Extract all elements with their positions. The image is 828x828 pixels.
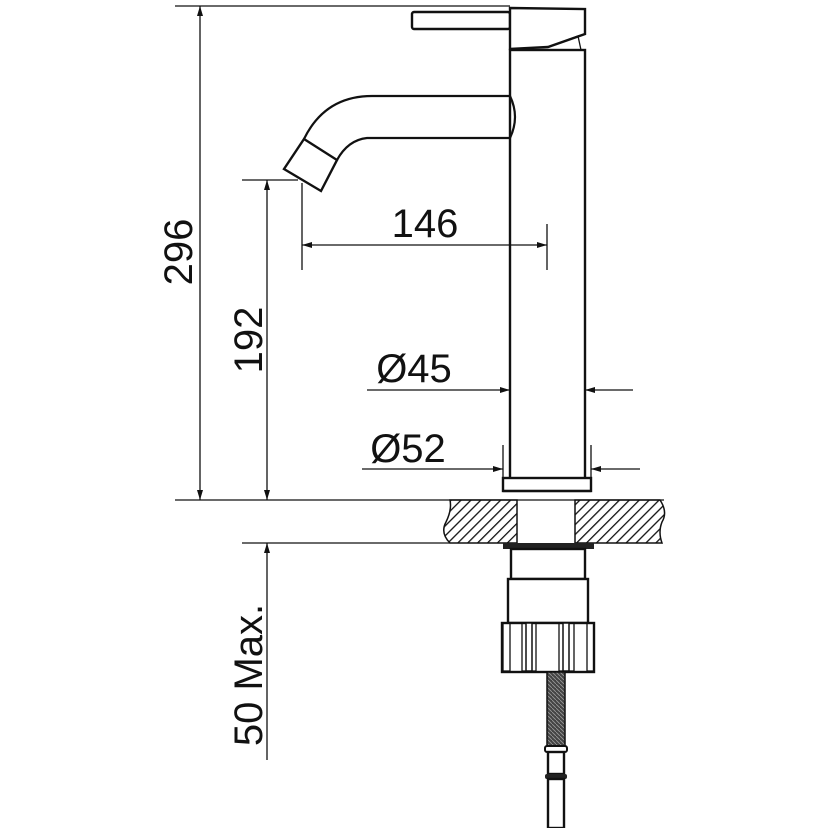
dimension-base-diameter: Ø52 [362, 427, 640, 478]
mounting-nut [500, 543, 596, 674]
dimension-spout-reach: 146 [301, 183, 548, 270]
dimension-total-height: 296 [157, 5, 510, 500]
label-50-max: 50 Max. [227, 604, 271, 746]
spout [282, 94, 517, 193]
label-192: 192 [227, 307, 271, 374]
label-d52: Ø52 [370, 427, 446, 471]
base-ring [501, 476, 593, 493]
supply-hose [544, 671, 568, 828]
dimension-spout-height: 192 [227, 179, 298, 500]
label-146: 146 [392, 202, 459, 246]
label-296: 296 [157, 219, 201, 286]
dimension-body-diameter: Ø45 [367, 347, 633, 393]
dimension-counter-thickness: 50 Max. [227, 543, 271, 760]
handle-lever [410, 6, 587, 51]
label-d45: Ø45 [376, 347, 452, 391]
countertop-section [175, 499, 666, 544]
